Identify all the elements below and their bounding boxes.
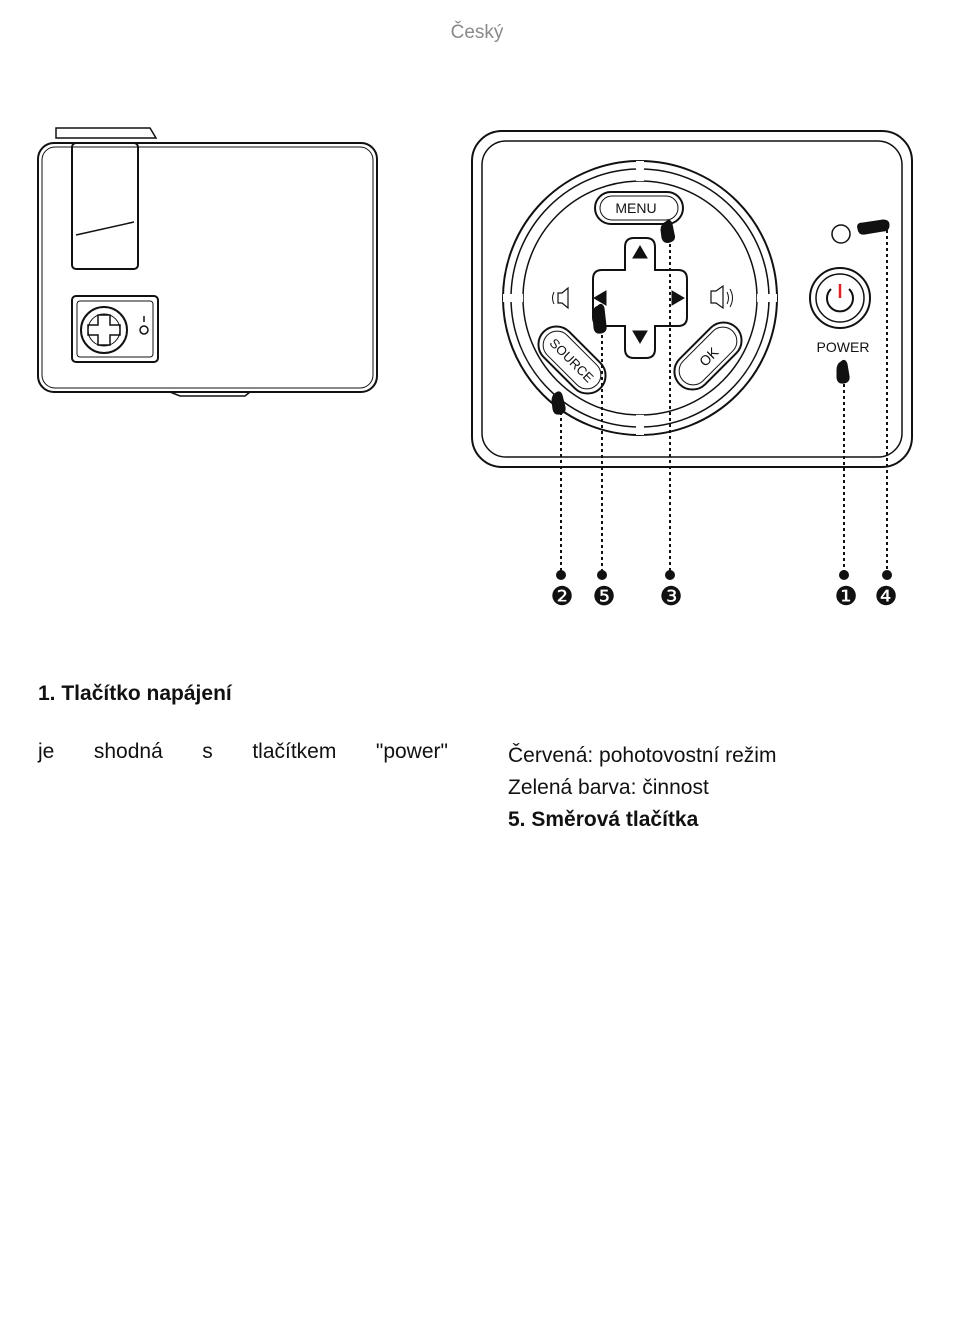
section-heading-direction-buttons: 5. Směrová tlačítka (508, 808, 699, 831)
power-description-line: je shodná s tlačítkem "power" (38, 740, 448, 764)
word: s (202, 740, 213, 763)
word: tlačítkem (252, 740, 337, 763)
callout-5: ❺ (592, 582, 615, 612)
projector-top-view (37, 127, 378, 397)
indicator-green-description: Zelená barva: činnost (508, 776, 709, 799)
page-language-header: Český (450, 22, 504, 43)
projector-diagram: MENU SOURCE OK POWER ❷ ❺ ❸ ❶ ❹ (37, 127, 913, 612)
callout-3: ❸ (659, 582, 682, 612)
control-panel (471, 130, 913, 468)
indicator-red-description: Červená: pohotovostní režim (508, 744, 777, 767)
section-heading-power-button: 1. Tlačítko napájení (38, 682, 232, 705)
callout-leader-lines (560, 230, 888, 572)
power-label: POWER (817, 339, 870, 355)
callout-4: ❹ (874, 582, 897, 612)
word: shodná (93, 740, 163, 763)
callout-1: ❶ (834, 582, 857, 612)
word: "power" (375, 740, 448, 763)
menu-label: MENU (615, 200, 656, 216)
pointing-hand-icons (551, 219, 890, 415)
callout-dots (556, 570, 892, 580)
callout-2: ❷ (550, 582, 573, 612)
word: je (38, 740, 55, 763)
